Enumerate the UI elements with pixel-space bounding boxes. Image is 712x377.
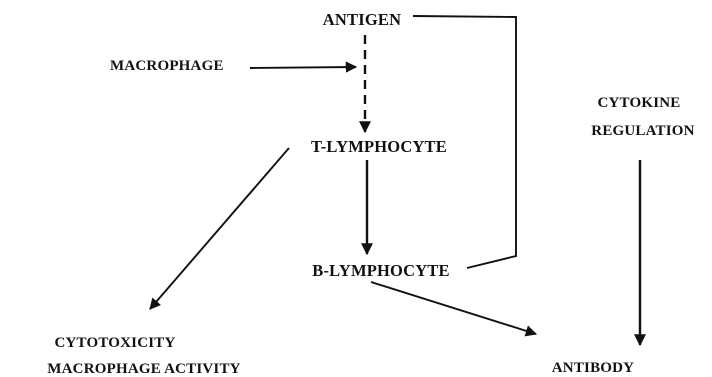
node-antigen: ANTIGEN xyxy=(323,10,401,29)
edge-t-lymphocyte-to-cytotoxicity xyxy=(149,147,290,310)
node-antibody: ANTIBODY xyxy=(552,360,634,376)
node-b-lymphocyte: B-LYMPHOCYTE xyxy=(312,261,449,280)
edge-antigen-to-b-lymphocyte-bracket xyxy=(412,15,517,269)
node-cytokine-regulation-line2: REGULATION xyxy=(591,123,694,139)
node-macrophage-activity-line2: MACROPHAGE ACTIVITY xyxy=(47,361,240,377)
node-cytokine-regulation-line1: CYTOKINE xyxy=(597,95,680,111)
node-cytotoxicity-line1: CYTOTOXICITY xyxy=(54,335,175,351)
node-t-lymphocyte: T-LYMPHOCYTE xyxy=(311,137,447,156)
node-macrophage: MACROPHAGE xyxy=(110,58,224,74)
edge-b-lymphocyte-to-antibody xyxy=(370,281,538,337)
edge-macrophage-to-antigen-path xyxy=(249,61,358,73)
